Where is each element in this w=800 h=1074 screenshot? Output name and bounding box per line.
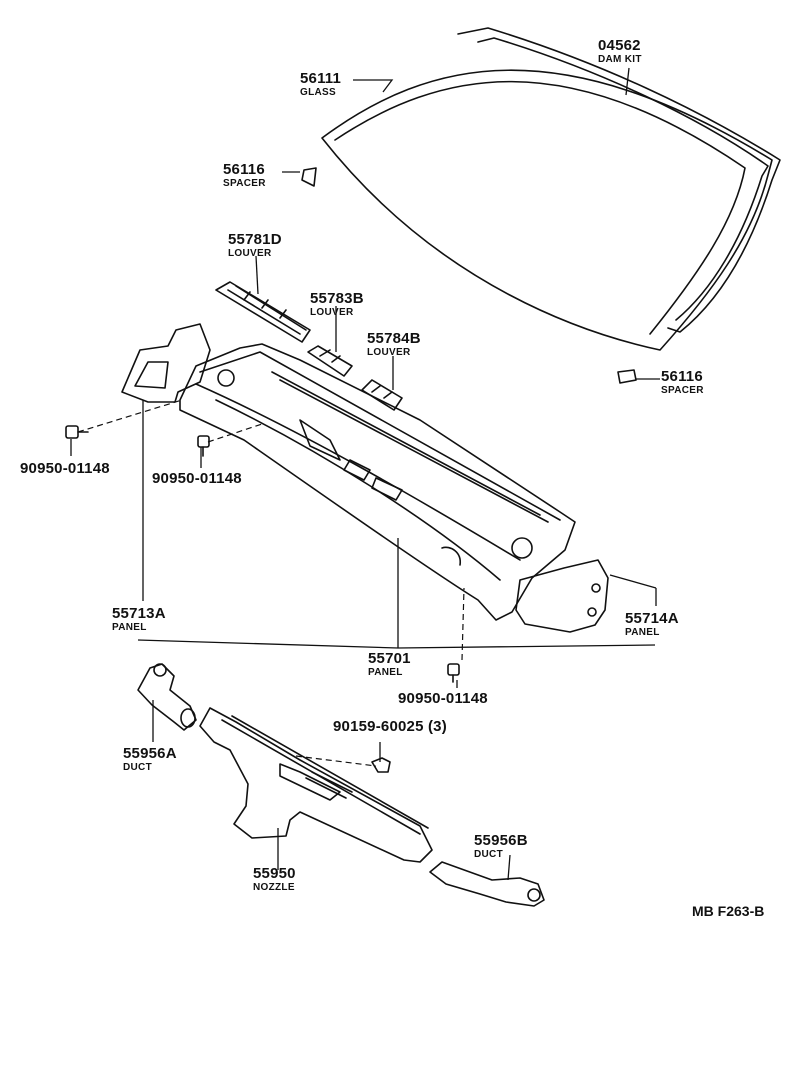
label-screw: 90159-60025 (3)	[333, 719, 447, 734]
part-name: PANEL	[112, 622, 147, 633]
part-name: SPACER	[661, 385, 704, 396]
part-name: LOUVER	[310, 307, 354, 318]
label-spacer-right: 56116 SPACER	[661, 369, 704, 396]
screw-90159	[371, 757, 391, 773]
part-number: 55956A	[123, 745, 177, 762]
figure-code: MB F263-B	[692, 903, 765, 919]
part-number: 90950-01148	[20, 460, 110, 477]
part-name: PANEL	[625, 627, 660, 638]
label-panel-right: 55714A PANEL	[625, 611, 679, 638]
label-dam-kit: 04562 DAM KIT	[598, 38, 642, 65]
side-panel-right	[515, 559, 609, 633]
label-nozzle: 55950 NOZZLE	[253, 866, 296, 893]
part-number: 56116	[223, 161, 265, 178]
leader-lines	[70, 67, 660, 881]
part-number: 55956B	[474, 832, 528, 849]
label-duct-55956b: 55956B DUCT	[474, 833, 528, 860]
part-number: 90950-01148	[152, 470, 242, 487]
label-louver-55784b: 55784B LOUVER	[367, 331, 421, 358]
label-glass: 56111 GLASS	[300, 71, 341, 98]
spacer-right	[617, 369, 637, 384]
part-name: SPACER	[223, 178, 266, 189]
part-number: 55784B	[367, 330, 421, 347]
part-name: NOZZLE	[253, 882, 295, 893]
label-louver-55783b: 55783B LOUVER	[310, 291, 364, 318]
windshield-glass	[321, 69, 773, 351]
label-panel-left: 55713A PANEL	[112, 606, 166, 633]
label-louver-55781d: 55781D LOUVER	[228, 232, 282, 259]
clip-bottom	[447, 663, 460, 683]
side-panel-left	[121, 323, 211, 403]
part-number: 55783B	[310, 290, 364, 307]
label-spacer-top: 56116 SPACER	[223, 162, 266, 189]
clip-mid	[197, 435, 210, 457]
dam-kit-seal	[457, 27, 781, 333]
part-name: LOUVER	[367, 347, 411, 358]
spacer-top	[301, 167, 317, 187]
part-number: 90159-60025 (3)	[333, 718, 447, 735]
part-name: DUCT	[123, 762, 152, 773]
nozzle-55950	[199, 707, 433, 863]
part-number: 55713A	[112, 605, 166, 622]
dashed-fastener-lines	[77, 399, 465, 767]
part-number: 90950-01148	[398, 690, 488, 707]
label-clip-left: 90950-01148	[20, 461, 110, 476]
label-panel-main: 55701 PANEL	[368, 651, 411, 678]
part-number: 55950	[253, 865, 296, 882]
duct-55956a	[137, 663, 197, 731]
part-name: LOUVER	[228, 248, 272, 259]
clip-left	[65, 425, 89, 439]
part-name: DAM KIT	[598, 54, 642, 65]
part-name: DUCT	[474, 849, 503, 860]
cowl-panel-main	[179, 343, 576, 621]
louver-55781d	[215, 281, 311, 343]
part-number: 55714A	[625, 610, 679, 627]
part-number: 55701	[368, 650, 411, 667]
label-clip-bottom: 90950-01148	[398, 691, 488, 706]
part-number: 56111	[300, 70, 342, 87]
duct-55956b	[429, 861, 545, 907]
label-clip-mid: 90950-01148	[152, 471, 242, 486]
part-name: GLASS	[300, 87, 336, 98]
part-number: 56116	[661, 368, 703, 385]
label-duct-55956a: 55956A DUCT	[123, 746, 177, 773]
part-number: 55781D	[228, 231, 282, 248]
louver-55783b	[307, 345, 353, 377]
louver-55784b	[361, 379, 403, 411]
part-number: 04562	[598, 37, 641, 54]
part-name: PANEL	[368, 667, 403, 678]
